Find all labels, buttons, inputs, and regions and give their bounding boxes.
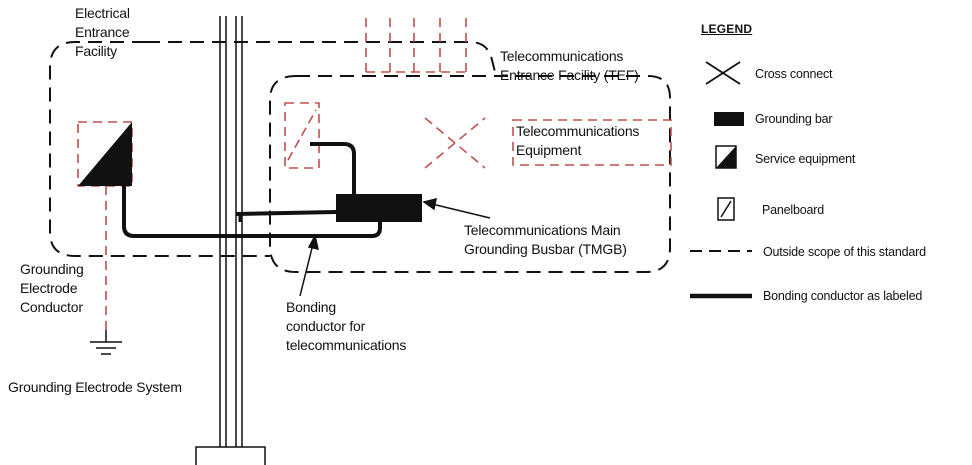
tef-label: Telecommunications Entrance Facility (TE…: [500, 48, 639, 83]
panelboard-icon: [717, 197, 735, 221]
legend-label-cross-connect: Cross connect: [755, 67, 833, 81]
electrical-entrance-boundary: [49, 41, 497, 257]
outside-scope-items: [77, 18, 672, 330]
tef-boundary: [269, 75, 671, 273]
grounding-bar-icon: [714, 112, 744, 126]
legend-label-service-equipment: Service equipment: [755, 152, 856, 166]
cross-connect-icon: [705, 61, 741, 85]
panelboard-diagonal: [287, 109, 317, 161]
bonding-conductor-label: Bonding conductor for telecommunications: [286, 299, 407, 353]
bonding-conductors: [122, 142, 382, 238]
legend-symbols: [690, 61, 752, 299]
grounding-electrode-symbol: [90, 330, 122, 355]
tmgb-bar: [336, 194, 422, 222]
service-equipment-icon: [715, 145, 737, 169]
service-equipment-triangle: [78, 122, 132, 186]
grounding-electrode-system-label: Grounding Electrode System: [8, 379, 182, 395]
bonding-arrow: [299, 233, 319, 297]
legend-label-panelboard: Panelboard: [762, 203, 824, 217]
electrical-entrance-label: Electrical Entrance Facility: [75, 5, 130, 59]
legend-label-outside-scope: Outside scope of this standard: [763, 245, 926, 259]
tmgb-arrow: [422, 197, 491, 219]
tmgb-label: Telecommunications Main Grounding Busbar…: [464, 222, 627, 257]
legend-label-grounding-bar: Grounding bar: [755, 112, 833, 126]
telecom-equipment-label: Telecommunications Equipment: [516, 123, 640, 158]
legend-label-bonding-conductor: Bonding conductor as labeled: [763, 289, 923, 303]
building-column: [195, 16, 266, 465]
gec-label: Grounding Electrode Conductor: [20, 261, 84, 315]
legend-title: LEGEND: [701, 22, 753, 36]
